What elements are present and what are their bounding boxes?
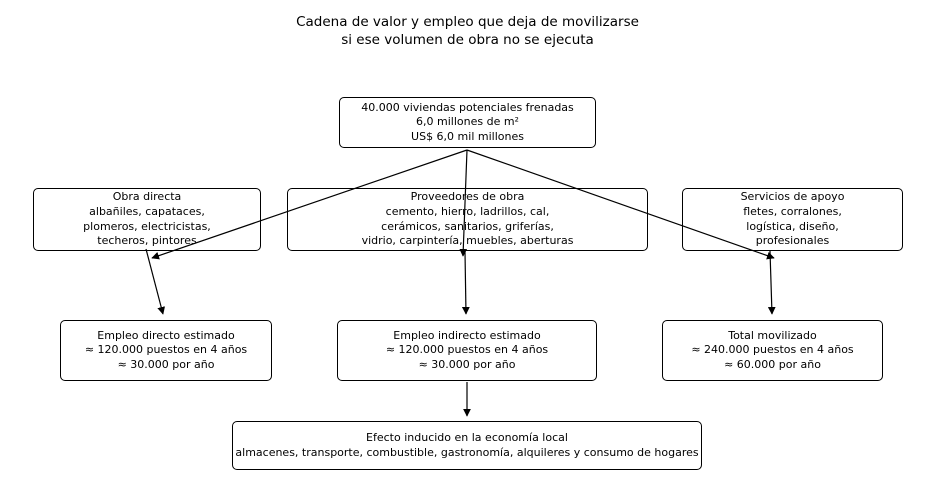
box-text-line: ≈ 30.000 por año: [418, 357, 516, 371]
box-text-line: 6,0 millones de m²: [416, 115, 519, 129]
box-text-line: Total movilizado: [728, 328, 817, 342]
diagram-title-line2: si ese volumen de obra no se ejecuta: [341, 32, 594, 49]
arrow-proveedores-to-empleo-indirecto: [461, 251, 470, 315]
box-text-line: ≈ 60.000 por año: [724, 357, 821, 371]
box-text-line: ≈ 120.000 puestos en 4 años: [84, 343, 248, 357]
diagram-title-line1: Cadena de valor y empleo que deja de mov…: [296, 14, 639, 30]
box-text-line: logística, diseño,: [746, 219, 839, 233]
box-text-line: ≈ 240.000 puestos en 4 años: [691, 343, 854, 357]
box-text-line: Efecto inducido en la economía local: [366, 430, 568, 444]
box-text-line: Empleo directo estimado: [97, 328, 235, 342]
node-total-movilizado: Total movilizado≈ 240.000 puestos en 4 a…: [662, 320, 883, 381]
box-text-line: Servicios de apoyo: [740, 190, 845, 204]
box-text-line: 40.000 viviendas potenciales frenadas: [361, 100, 574, 114]
box-text-line: albañiles, capataces,: [89, 204, 205, 218]
box-text-line: Obra directa: [112, 190, 182, 204]
box-text-line: plomeros, electricistas,: [83, 219, 211, 233]
box-text-line: cemento, hierro, ladrillos, cal,: [385, 204, 550, 218]
arrow-obra-directa-to-empleo-directo: [145, 248, 165, 315]
box-text-line: ≈ 30.000 por año: [117, 357, 215, 371]
box-text-line: ≈ 120.000 puestos en 4 años: [385, 343, 549, 357]
box-text-line: cerámicos, sanitarios, griferías,: [381, 219, 554, 233]
box-text-line: Empleo indirecto estimado: [393, 328, 541, 342]
box-text-line: techeros, pintores: [97, 234, 197, 248]
node-empleo-directo: Empleo directo estimado≈ 120.000 puestos…: [60, 320, 272, 381]
box-text-line: Proveedores de obra: [410, 190, 525, 204]
box-text-line: profesionales: [755, 234, 830, 248]
box-text-line: almacenes, transporte, combustible, gast…: [235, 445, 699, 459]
box-text-line: vidrio, carpintería, muebles, aberturas: [361, 234, 574, 248]
node-empleo-indirecto: Empleo indirecto estimado≈ 120.000 puest…: [337, 320, 597, 381]
box-text-line: fletes, corralones,: [743, 204, 842, 218]
diagram-title: Cadena de valor y empleo que deja de mov…: [0, 13, 935, 49]
arrow-servicios-to-total-movilizado: [767, 250, 776, 315]
box-text-line: US$ 6,0 mil millones: [411, 129, 524, 143]
